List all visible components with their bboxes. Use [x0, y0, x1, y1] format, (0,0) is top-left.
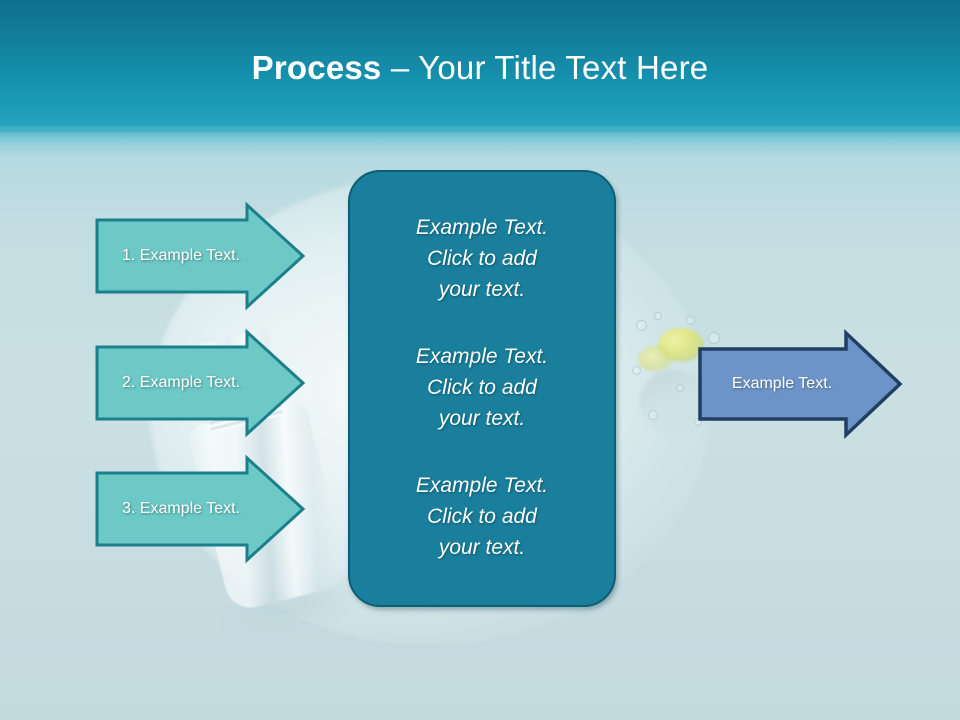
page-title: Process – Your Title Text Here [0, 48, 960, 88]
step-arrow-2[interactable]: 2. Example Text. [95, 328, 306, 438]
water-droplet [648, 410, 658, 420]
water-droplet [636, 320, 647, 331]
page-title-rest: – Your Title Text Here [381, 49, 709, 86]
step-arrow-1[interactable]: 1. Example Text. [95, 201, 306, 311]
water-droplet [654, 312, 662, 320]
step-arrow-3[interactable]: 3. Example Text. [95, 454, 306, 564]
water-splash [640, 370, 706, 436]
step-arrow-1-shape [95, 201, 306, 311]
page-title-strong: Process [251, 49, 382, 86]
step-arrow-2-shape [95, 328, 306, 438]
water-droplet [686, 316, 695, 325]
center-paragraph-1: Example Text. Click to add your text. [415, 216, 549, 301]
water-droplet [632, 366, 641, 375]
water-droplet [708, 332, 720, 344]
title-band [0, 0, 960, 132]
process-center-box[interactable]: Example Text. Click to add your text. Ex… [348, 170, 616, 607]
water-droplet [676, 384, 684, 392]
step-arrow-3-shape [95, 454, 306, 564]
lemon-slice-secondary-icon [638, 346, 672, 372]
center-paragraph-3: Example Text. Click to add your text. [415, 474, 549, 559]
water-droplet [694, 418, 702, 426]
background-lemon-splash-image [630, 310, 760, 460]
result-arrow[interactable]: Example Text. [698, 328, 903, 440]
title-band-fade [0, 126, 960, 160]
result-arrow-shape [698, 328, 903, 440]
center-paragraph-2: Example Text. Click to add your text. [415, 345, 549, 430]
